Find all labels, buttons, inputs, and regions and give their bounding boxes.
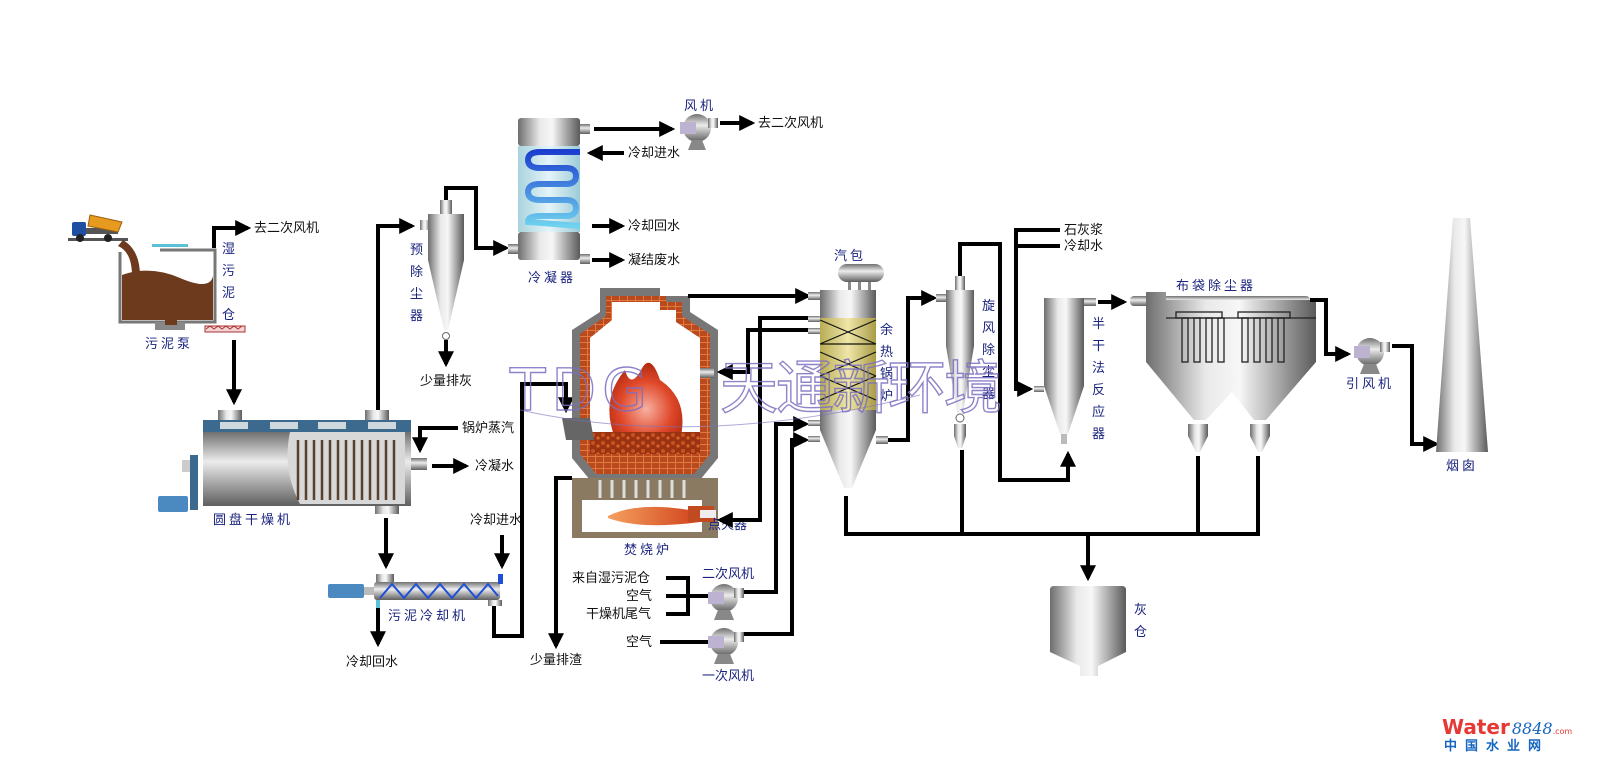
pipe-cyclone-to-reactor — [958, 242, 1076, 482]
induced-fan — [1354, 338, 1390, 374]
pipe-boiler-to-incinerator-mid — [716, 328, 810, 380]
pipe-primary-fan-to-boiler — [744, 432, 810, 636]
stream-air-primary: 空气 — [626, 634, 652, 650]
watermark: TDG 天通新环境 — [508, 353, 1003, 428]
wet-sludge-bin-label-2: 污 — [222, 264, 235, 279]
disc-dryer-label: 圆盘干燥机 — [213, 512, 293, 528]
stream-to-secondary-fan-1: 去二次风机 — [254, 220, 319, 236]
fan-top — [680, 114, 718, 150]
reactor-label-1: 半 — [1092, 317, 1105, 332]
primary-fan-label: 一次风机 — [702, 668, 754, 684]
pre-dust-collector — [420, 200, 464, 340]
stream-dryer-tail-gas: 干燥机尾气 — [586, 606, 651, 622]
pipe-ash-header — [844, 450, 1260, 536]
induced-fan-label: 引风机 — [1346, 377, 1394, 392]
pipe-cooler-to-incinerator — [492, 382, 574, 638]
reactor-label-4: 反 — [1092, 383, 1105, 398]
disc-dryer — [158, 410, 427, 514]
pipe-fan-to-chimney — [1392, 344, 1440, 452]
pipe-secondary-fan-inlets — [666, 576, 708, 616]
waste-heat-boiler — [808, 264, 888, 488]
sludge-cooler — [328, 574, 503, 608]
pre-dust-label-3: 尘 — [410, 287, 423, 302]
secondary-fan-label: 二次风机 — [702, 566, 754, 582]
boiler-label-3: 锅 — [880, 366, 893, 382]
condenser — [508, 118, 590, 264]
stream-air-secondary: 空气 — [626, 588, 652, 604]
pipe-boiler-to-cyclone — [888, 290, 938, 442]
wet-sludge-bin-label-3: 泥 — [222, 286, 235, 301]
logo-number: 8848 — [1512, 719, 1553, 738]
semi-dry-reactor — [1034, 298, 1096, 444]
stream-lime-slurry: 石灰浆 — [1064, 223, 1103, 238]
stream-cooling-water-in-condenser: 冷却进水 — [628, 146, 680, 161]
stream-little-slag: 少量排渣 — [530, 653, 582, 668]
wet-sludge-bin — [118, 240, 246, 333]
dump-truck-icon — [68, 214, 128, 242]
boiler-label-4: 炉 — [880, 389, 893, 404]
stream-cooling-water-reactor: 冷却水 — [1064, 239, 1103, 254]
wet-sludge-bin-label-4: 仓 — [222, 308, 235, 323]
pre-dust-label-4: 器 — [410, 309, 423, 324]
chimney-label: 烟囱 — [1446, 459, 1478, 474]
stream-cooling-water-return-condenser: 冷却回水 — [628, 219, 680, 234]
fan-top-label: 风机 — [684, 99, 716, 114]
bag-filter-label: 布袋除尘器 — [1176, 279, 1256, 294]
stream-cooling-water-in-cooler: 冷却进水 — [470, 513, 522, 528]
pre-dust-label-2: 除 — [410, 265, 423, 280]
cyclone-label-4: 尘 — [982, 365, 995, 380]
secondary-fan — [708, 584, 744, 620]
stream-to-secondary-fan-2: 去二次风机 — [758, 115, 823, 131]
wet-sludge-bin-label-1: 湿 — [222, 242, 235, 257]
ash-bin-label-2: 仓 — [1134, 625, 1147, 640]
logo-chinese: 中国水业网 — [1444, 738, 1549, 754]
pipe-dryer-to-predust — [376, 218, 416, 410]
boiler-label-1: 余 — [880, 322, 893, 338]
condenser-label: 冷凝器 — [528, 270, 576, 286]
watermark-chinese: 天通新环境 — [720, 354, 1000, 422]
stream-cooling-water-return-cooler: 冷却回水 — [346, 655, 398, 670]
cyclone-label-1: 旋 — [982, 299, 995, 314]
ash-bin — [1050, 586, 1126, 676]
logo-brand: Water — [1442, 715, 1510, 739]
watermark-latin: TDG — [509, 356, 653, 424]
pipe-secondary-fan-to-boiler — [744, 416, 810, 594]
boiler-label-2: 热 — [880, 345, 893, 360]
pipe-slag — [548, 476, 572, 650]
logo-suffix: .com — [1553, 727, 1573, 736]
chimney — [1436, 218, 1488, 452]
reactor-label-6: 器 — [1092, 427, 1105, 442]
cyclone-label-2: 风 — [982, 321, 995, 336]
primary-fan — [708, 628, 744, 664]
cyclone-label-5: 器 — [982, 387, 995, 402]
sludge-cooler-label: 污泥冷却机 — [388, 609, 468, 624]
steam-drum-label: 汽包 — [834, 249, 866, 264]
pipe-predust-to-condenser — [444, 186, 510, 256]
stream-from-wet-bin: 来自湿污泥仓 — [572, 571, 650, 586]
stream-condensate-waste: 凝结废水 — [628, 252, 680, 268]
incinerator-label: 焚烧炉 — [624, 543, 672, 558]
reactor-label-5: 应 — [1092, 404, 1105, 420]
pipe-boiler-steam — [412, 426, 458, 454]
pipe-boiler-to-incinerator — [716, 316, 810, 528]
pre-dust-label-1: 预 — [410, 243, 423, 258]
stream-little-ash: 少量排灰 — [420, 374, 472, 389]
reactor-label-3: 法 — [1092, 361, 1105, 376]
stream-boiler-steam: 锅炉蒸汽 — [462, 420, 514, 436]
bag-filter — [1130, 292, 1316, 452]
reactor-label-2: 干 — [1092, 339, 1105, 354]
incinerator — [562, 288, 718, 538]
stream-condensed-water: 冷凝水 — [475, 458, 514, 474]
pipe-bagfilter-to-fan — [1310, 298, 1352, 362]
pipe-bin-exhaust — [212, 220, 252, 248]
ash-bin-label-1: 灰 — [1134, 603, 1147, 618]
pipe-lime-slurry — [1014, 228, 1060, 397]
cyclone — [936, 276, 974, 448]
sludge-pump-label: 污泥泵 — [145, 337, 193, 352]
cyclone-label-3: 除 — [982, 343, 995, 358]
